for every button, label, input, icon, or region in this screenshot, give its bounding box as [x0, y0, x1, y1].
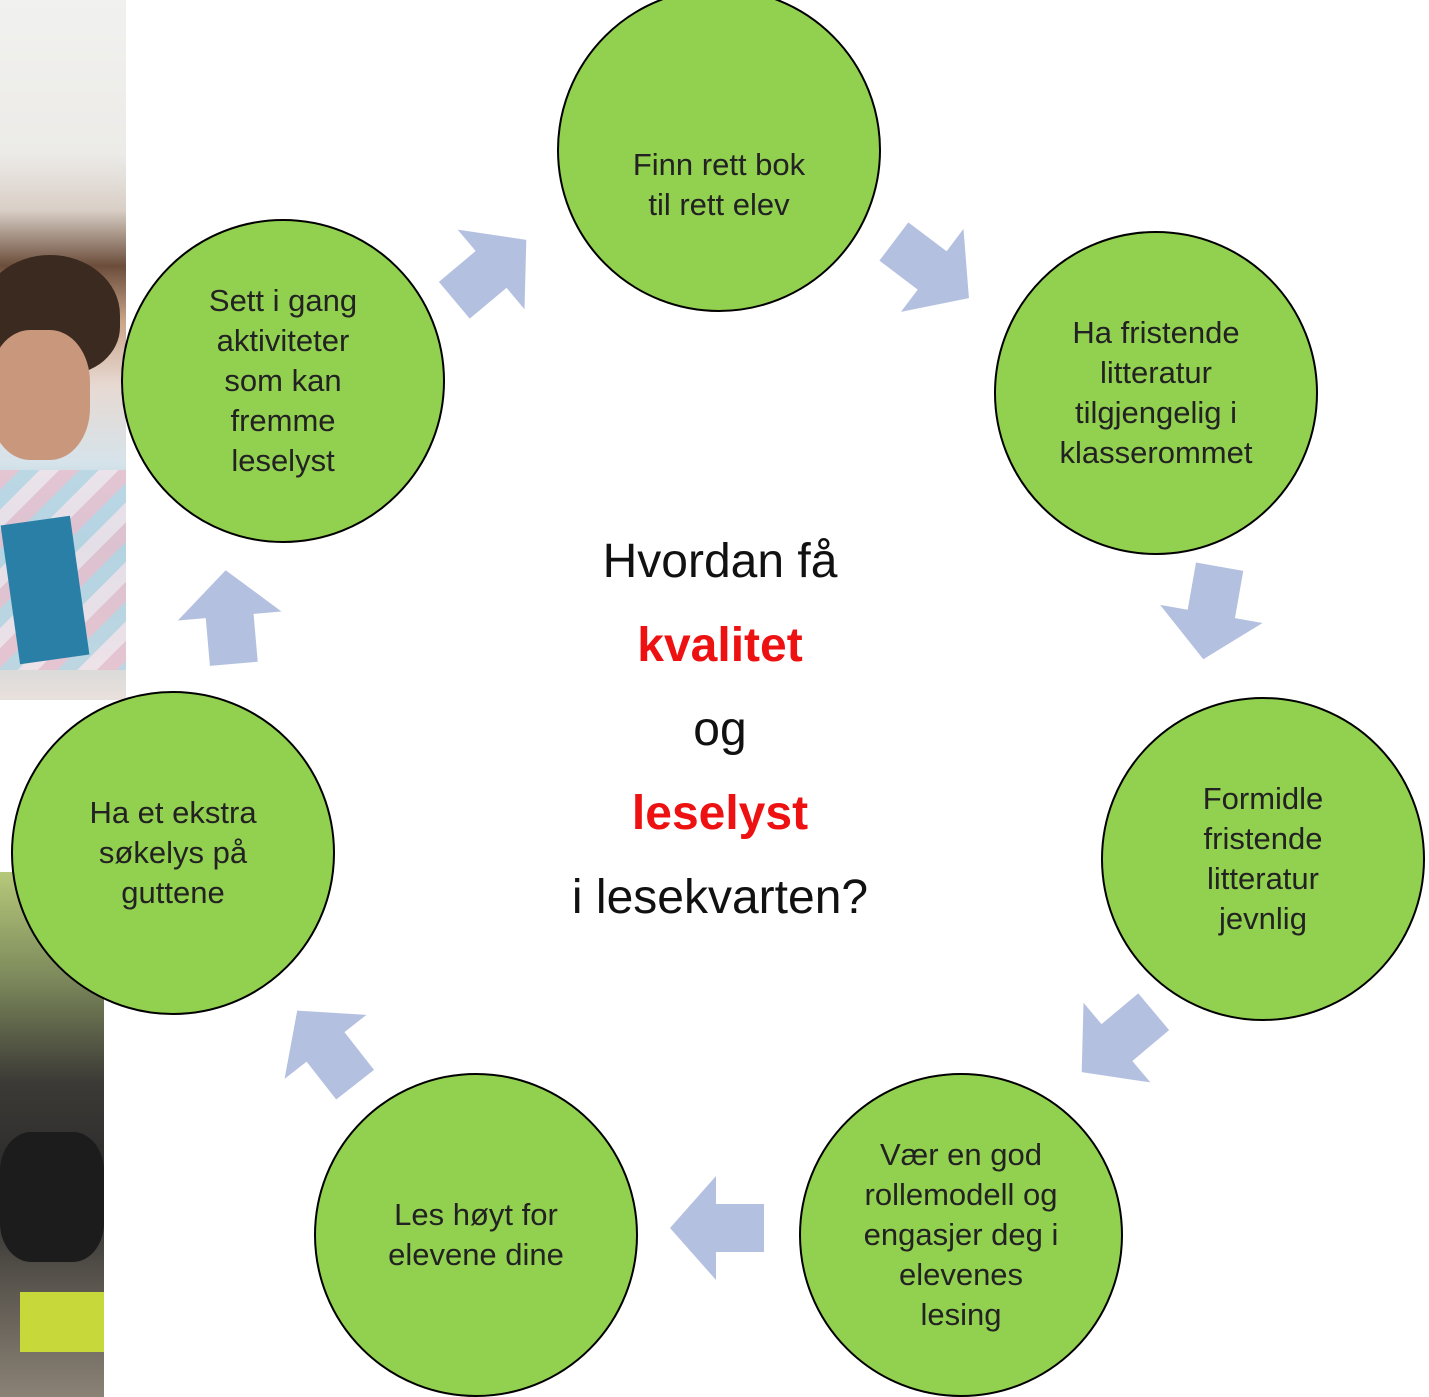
arrow-n4-to-n5: [670, 1176, 764, 1280]
arrow-n1-to-n2: [879, 222, 969, 312]
node-n2-label: Ha fristende litteratur tilgjengelig i k…: [1059, 315, 1253, 470]
node-n4-label: Vær en god rollemodell og engasjer deg i…: [863, 1137, 1059, 1332]
node-n1-label: Finn rett bok til rett elev: [632, 147, 806, 222]
arrow-n2-to-n3: [1160, 562, 1263, 660]
node-n6-circle: [11, 691, 335, 1015]
photo-boy-reading: [0, 0, 126, 700]
node-n5-circle: [314, 1073, 638, 1397]
node-n4-circle: [799, 1073, 1123, 1397]
center-line-1: Hvordan få: [602, 535, 838, 588]
center-question: Hvordan få kvalitet og leselyst i lesekv…: [470, 520, 970, 940]
node-n6-label: Ha et ekstra søkelys på guttene: [89, 795, 257, 910]
node-n7-label: Sett i gang aktiviteter som kan fremme l…: [208, 283, 358, 478]
node-n3-label: Formidle fristende litteratur jevnlig: [1202, 781, 1324, 936]
center-keyword-reading-desire: leselyst: [631, 787, 809, 840]
arrow-n7-to-n1: [438, 229, 527, 319]
arrow-n6-to-n7: [177, 570, 282, 666]
node-n2-circle: [994, 231, 1318, 555]
arrow-n3-to-n4: [1081, 993, 1170, 1083]
center-line-5: i lesekvarten?: [571, 871, 869, 924]
node-n7-circle: [121, 219, 445, 543]
node-n5-label: Les høyt for elevene dine: [388, 1197, 564, 1272]
arrow-n5-to-n6: [284, 1010, 375, 1100]
node-n3-circle: [1101, 697, 1425, 1021]
node-n1-circle: [557, 0, 881, 312]
center-keyword-quality: kvalitet: [637, 619, 803, 672]
center-line-3: og: [693, 703, 747, 756]
